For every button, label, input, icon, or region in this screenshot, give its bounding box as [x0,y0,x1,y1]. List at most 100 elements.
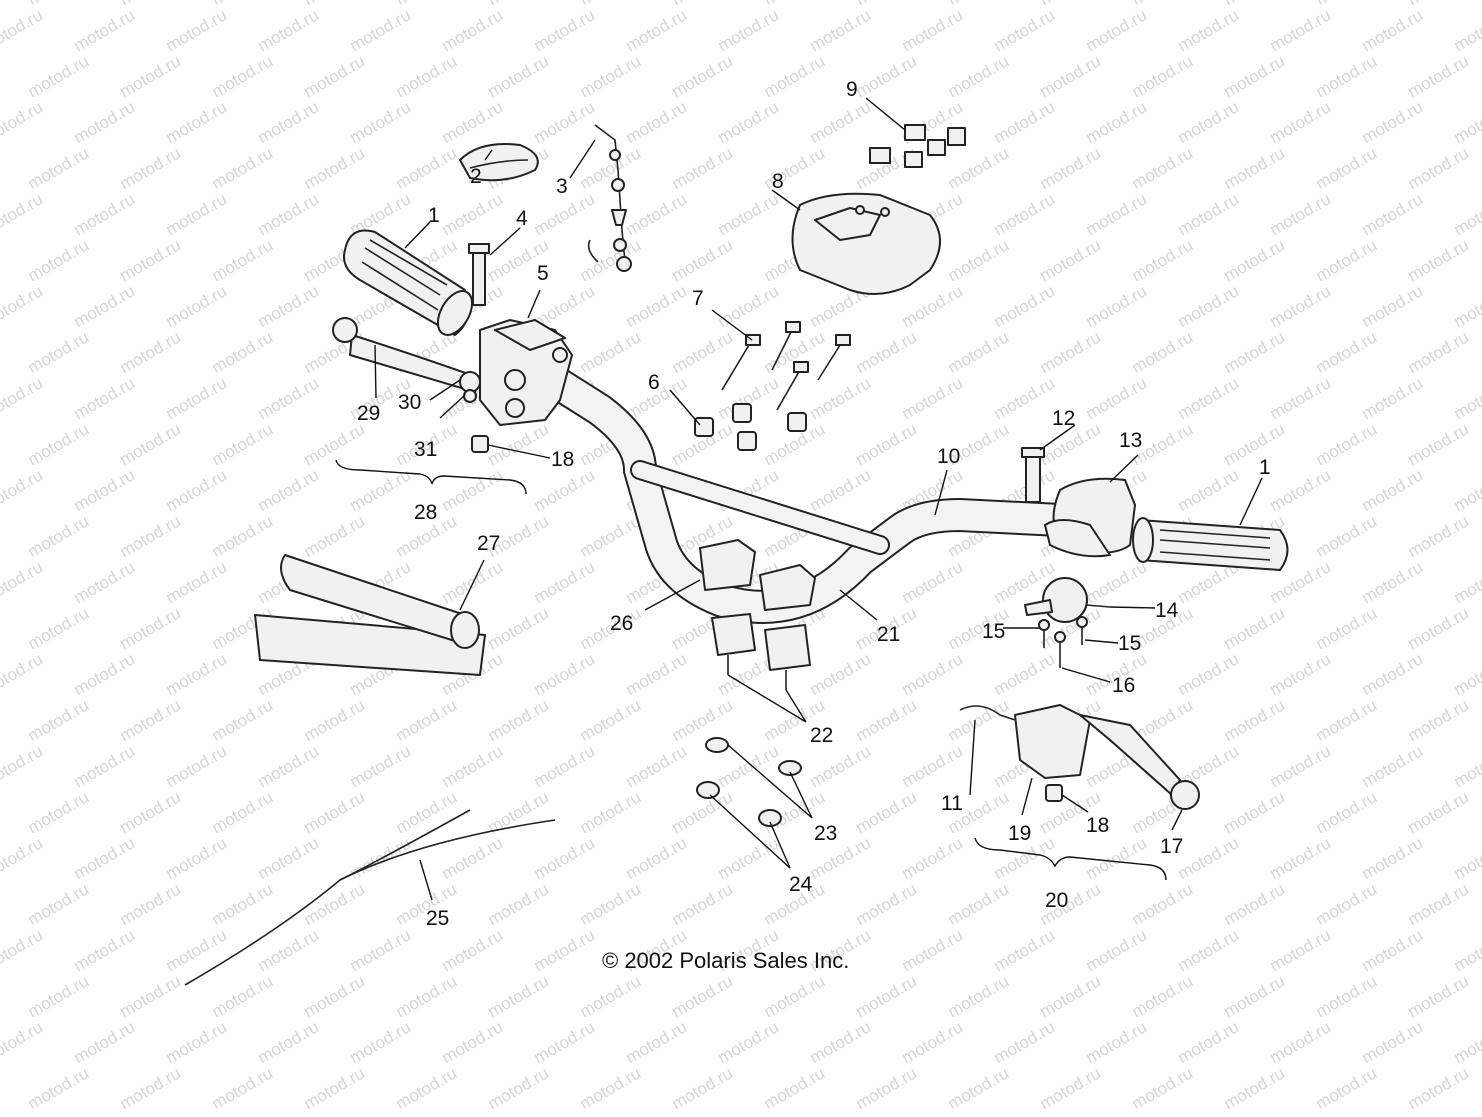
callout-number: 6 [648,371,660,394]
watermark-text: motod.ru [1405,51,1473,101]
watermark-text: motod.ru [1129,879,1197,929]
callout-number: 5 [537,262,549,285]
watermark-text: motod.ru [1037,235,1105,285]
watermark-text: motod.ru [117,511,185,561]
watermark-text: motod.ru [301,1063,369,1112]
watermark-text: motod.ru [991,281,1059,331]
callout-number: 23 [814,822,837,845]
watermark-text: motod.ru [1083,557,1151,607]
watermark-text: motod.ru [117,787,185,837]
watermark-text: motod.ru [1451,97,1482,147]
watermark-text: motod.ru [209,879,277,929]
watermark-text: motod.ru [1405,419,1473,469]
watermark-text: motod.ru [1451,649,1482,699]
watermark-text: motod.ru [117,327,185,377]
callout-number: 12 [1052,407,1075,430]
watermark-text: motod.ru [1083,5,1151,55]
watermark-text: motod.ru [439,465,507,515]
watermark-text: motod.ru [209,51,277,101]
watermark-text: motod.ru [945,971,1013,1021]
watermark-text: motod.ru [761,143,829,193]
watermark-text: motod.ru [1175,1017,1243,1067]
watermark-text: motod.ru [1037,971,1105,1021]
watermark-text: motod.ru [301,51,369,101]
watermark-text: motod.ru [1359,373,1427,423]
watermark-text: motod.ru [1405,1063,1473,1112]
watermark-text: motod.ru [71,557,139,607]
watermark-text: motod.ru [0,557,46,607]
watermark-text: motod.ru [1037,327,1105,377]
watermark-text: motod.ru [899,373,967,423]
watermark-text: motod.ru [163,465,231,515]
watermark-text: motod.ru [853,879,921,929]
watermark-text: motod.ru [117,603,185,653]
watermark-text: motod.ru [117,971,185,1021]
watermark-text: motod.ru [577,511,645,561]
watermark-text: motod.ru [991,5,1059,55]
watermark-text: motod.ru [1129,235,1197,285]
watermark-text: motod.ru [1129,327,1197,377]
watermark-text: motod.ru [1405,143,1473,193]
watermark-text: motod.ru [393,971,461,1021]
watermark-text: motod.ru [0,649,46,699]
callout-number: 3 [556,175,568,198]
callout-number: 30 [398,391,421,414]
watermark-text: motod.ru [623,649,691,699]
watermark-text: motod.ru [71,97,139,147]
watermark-text: motod.ru [1451,5,1482,55]
watermark-text: motod.ru [1175,925,1243,975]
callout-number: 26 [610,612,633,635]
watermark-text: motod.ru [255,373,323,423]
watermark-text: motod.ru [0,741,46,791]
watermark-text: motod.ru [1405,879,1473,929]
watermark-text: motod.ru [1221,419,1289,469]
watermark-text: motod.ru [531,925,599,975]
watermark-text: motod.ru [669,1063,737,1112]
callout-number: 16 [1112,674,1135,697]
watermark-text: motod.ru [715,1017,783,1067]
handlebar-pad [255,555,485,675]
callout-number: 22 [810,724,833,747]
watermark-text: motod.ru [577,143,645,193]
watermark-text: motod.ru [991,97,1059,147]
watermark-text: motod.ru [1083,97,1151,147]
watermark-text: motod.ru [25,51,93,101]
watermark-text: motod.ru [715,281,783,331]
watermark-text: motod.ru [669,327,737,377]
watermark-text: motod.ru [117,143,185,193]
watermark-text: motod.ru [393,1063,461,1112]
watermark-text: motod.ru [439,1017,507,1067]
watermark-text: motod.ru [347,925,415,975]
callout-number: 2 [470,165,482,188]
watermark-text: motod.ru [71,649,139,699]
watermark-text: motod.ru [1221,1063,1289,1112]
bolt-4 [469,244,489,305]
watermark-text: motod.ru [761,51,829,101]
watermark-text: motod.ru [1313,143,1381,193]
watermark-text: motod.ru [1267,833,1335,883]
watermark-text: motod.ru [1313,511,1381,561]
watermark-text: motod.ru [163,741,231,791]
watermark-text: motod.ru [1359,649,1427,699]
callout-number: 13 [1119,429,1142,452]
watermark-text: motod.ru [255,925,323,975]
watermark-text: motod.ru [0,5,46,55]
watermark-text: motod.ru [301,971,369,1021]
watermark-text: motod.ru [1313,879,1381,929]
watermark-text: motod.ru [1451,557,1482,607]
watermark-text: motod.ru [1267,97,1335,147]
watermark-text: motod.ru [71,741,139,791]
watermark-text: motod.ru [0,97,46,147]
watermark-text: motod.ru [1221,327,1289,377]
watermark-text: motod.ru [1313,1063,1381,1112]
callout-number: 27 [477,532,500,555]
watermark-text: motod.ru [117,1063,185,1112]
watermark-text: motod.ru [1313,603,1381,653]
watermark-text: motod.ru [1267,1017,1335,1067]
watermark-text: motod.ru [393,143,461,193]
callout-number: 4 [516,207,528,230]
watermark-text: motod.ru [209,235,277,285]
watermark-text: motod.ru [1083,1017,1151,1067]
watermark-text: motod.ru [577,787,645,837]
watermark-text: motod.ru [577,695,645,745]
